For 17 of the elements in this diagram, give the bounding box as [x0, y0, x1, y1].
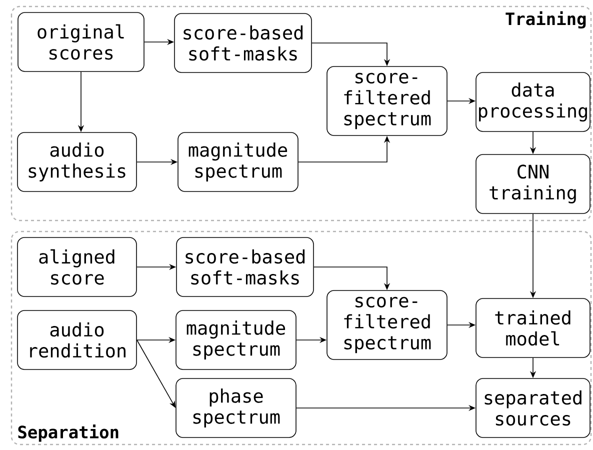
group-title: Training	[506, 11, 586, 29]
process-box: audio rendition	[17, 310, 137, 370]
process-box: trained model	[476, 298, 590, 358]
process-box: separated sources	[476, 378, 590, 438]
process-box: CNN training	[476, 154, 590, 214]
process-box: magnitude spectrum	[178, 132, 298, 192]
process-box: score-based soft-masks	[174, 13, 312, 73]
process-box: aligned score	[17, 237, 137, 297]
process-box: data processing	[476, 72, 590, 132]
process-box: score-filtered spectrum	[326, 66, 448, 136]
process-box: phase spectrum	[176, 378, 296, 438]
process-box: audio synthesis	[17, 132, 137, 192]
process-box: magnitude spectrum	[176, 310, 296, 370]
process-box: score-filtered spectrum	[326, 290, 448, 360]
process-box: original scores	[18, 12, 144, 72]
process-box: score-based soft-masks	[176, 237, 314, 297]
group-title: Separation	[18, 424, 118, 442]
